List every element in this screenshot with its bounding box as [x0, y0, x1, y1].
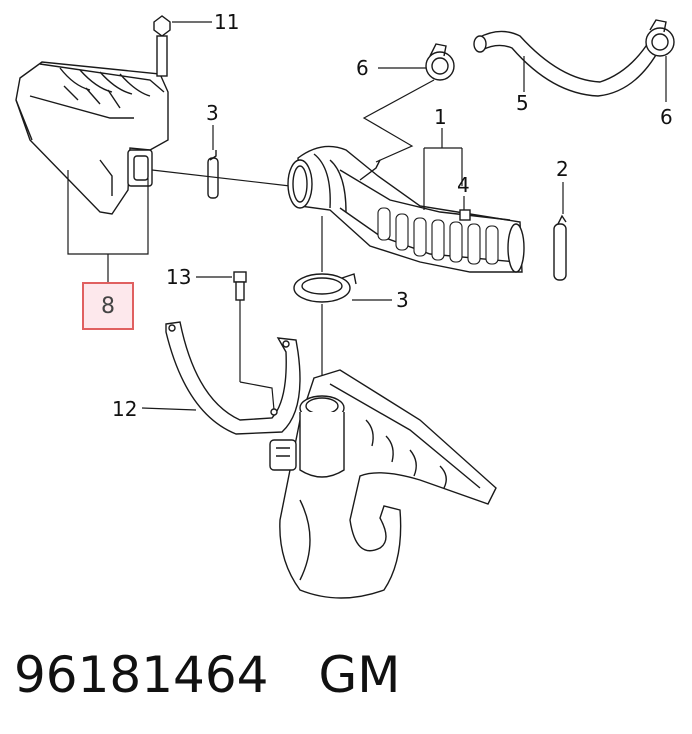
screw-4 [459, 196, 471, 221]
parts-diagram: 11 3 1 4 2 6 5 6 3 13 12 [15, 10, 675, 599]
intake-duct [287, 145, 525, 273]
bolt-13 [196, 271, 275, 411]
leader-8 [67, 170, 149, 282]
hose-clamp-6-right [645, 19, 675, 102]
callout-11: 11 [214, 10, 239, 34]
bracket-12 [141, 321, 301, 435]
breather-hose [473, 30, 661, 97]
callout-13: 13 [166, 265, 191, 289]
callout-3-upper: 3 [206, 101, 219, 125]
part-info-footer: 96181464 GM [14, 640, 400, 710]
leader-1 [423, 128, 463, 210]
callout-6-left: 6 [356, 56, 369, 80]
hose-clamp-6-left [378, 43, 455, 81]
highlighted-callout-8[interactable]: 8 [82, 282, 134, 330]
callout-5: 5 [516, 91, 529, 115]
clamp-2 [553, 182, 567, 281]
callout-2: 2 [556, 157, 569, 181]
callout-4: 4 [457, 173, 470, 197]
callout-1: 1 [434, 105, 447, 129]
callout-3-lower: 3 [396, 288, 409, 312]
callout-6-right: 6 [660, 105, 673, 129]
air-cleaner-housing [15, 61, 169, 215]
brand-name: GM [318, 646, 401, 704]
callout-12: 12 [112, 397, 137, 421]
clamp-3-upper [151, 125, 291, 199]
callout-8-label: 8 [101, 293, 115, 319]
leader-6-duct [362, 79, 435, 163]
intake-manifold [269, 369, 497, 599]
nut-11 [153, 15, 212, 77]
part-number: 96181464 [14, 646, 269, 704]
